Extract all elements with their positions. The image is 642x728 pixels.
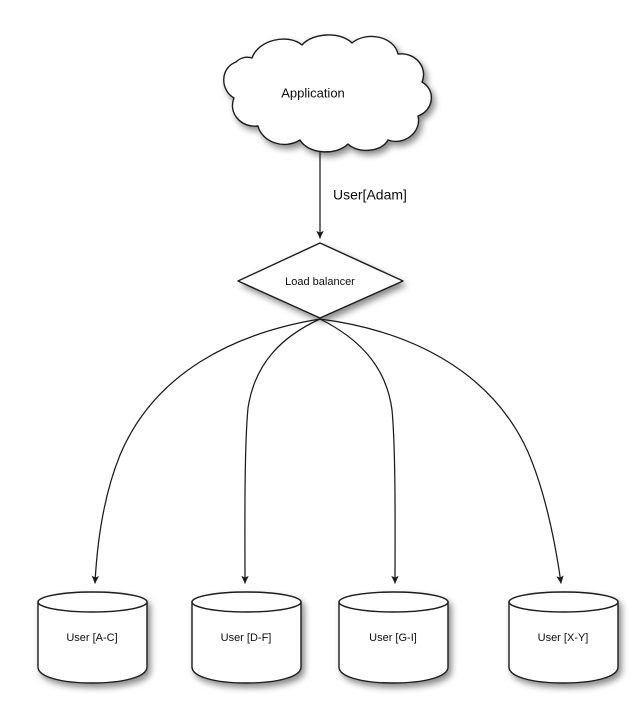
- application-label: Application: [281, 85, 345, 100]
- edge-lb-to-shard-1: [91, 318, 321, 584]
- edge-lb-to-shard-2: [241, 318, 321, 584]
- cylinder-body-2: [191, 601, 302, 684]
- node-shard-4[interactable]: User [X-Y]: [508, 591, 619, 684]
- node-load-balancer[interactable]: Load balancer: [237, 242, 404, 319]
- shard-3-label: User [G-I]: [369, 632, 417, 644]
- edge-lb-to-shard-4: [319, 318, 564, 584]
- node-shard-2[interactable]: User [D-F]: [191, 591, 302, 684]
- shard-1-label: User [A-C]: [66, 632, 117, 644]
- cylinder-top-2: [191, 591, 302, 613]
- edge-group-load-balancer-to-shards: [91, 318, 564, 584]
- shard-2-label: User [D-F]: [221, 632, 272, 644]
- node-shard-3[interactable]: User [G-I]: [338, 591, 449, 684]
- edge-lb-to-shard-3: [319, 318, 399, 584]
- cylinder-body-1: [37, 601, 148, 684]
- node-shard-1[interactable]: User [A-C]: [37, 591, 148, 684]
- cylinder-top-4: [508, 591, 619, 613]
- cloud-shape: [223, 34, 432, 153]
- cylinder-top-3: [338, 591, 449, 613]
- shard-4-label: User [X-Y]: [538, 632, 589, 644]
- load-balancer-label: Load balancer: [285, 276, 355, 288]
- cylinder-body-3: [338, 601, 449, 684]
- node-application[interactable]: Application: [223, 34, 432, 153]
- cylinder-body-4: [508, 601, 619, 684]
- diamond-shape: [237, 242, 404, 319]
- cylinder-top-1: [37, 591, 148, 613]
- edge-label-user-adam: User[Adam]: [333, 187, 407, 203]
- edge-application-to-load-balancer: User[Adam]: [316, 151, 407, 239]
